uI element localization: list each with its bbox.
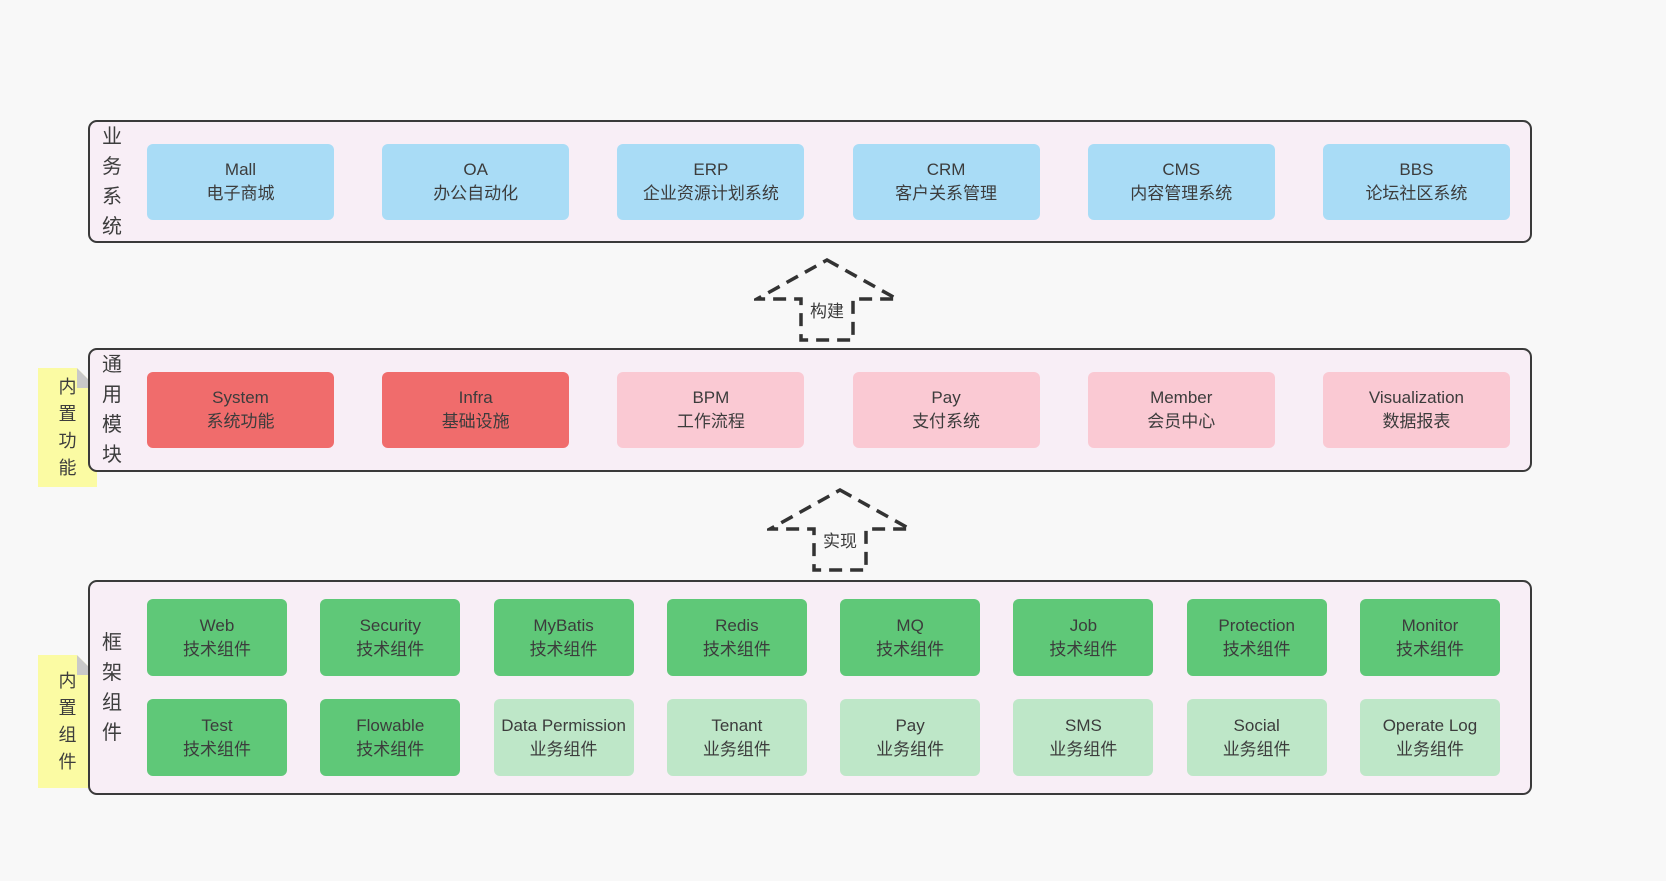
- layer-label-common-modules: 通用模块: [102, 354, 122, 466]
- layer-rows: Mall 电子商城 OA 办公自动化 ERP 企业资源计划系统 CRM 客户关系…: [147, 122, 1510, 241]
- layer-business-systems: 业务系统 Mall 电子商城 OA 办公自动化 ERP 企业资源计划系统 CRM…: [88, 120, 1532, 243]
- implement-arrow-label: 实现: [820, 527, 860, 552]
- sticky-note-label: 内置功能: [58, 376, 77, 478]
- box-infra: Infra 基础设施: [382, 372, 570, 448]
- build-arrow: 构建: [754, 257, 900, 343]
- box-pay-component: Pay 业务组件: [840, 699, 981, 776]
- box-mybatis: MyBatis 技术组件: [493, 599, 634, 676]
- box-security: Security 技术组件: [320, 599, 461, 676]
- box-member: Member 会员中心: [1087, 372, 1275, 448]
- component-row: Test 技术组件 Flowable 技术组件 Data Permission …: [147, 699, 1500, 776]
- implement-arrow: 实现: [767, 487, 913, 573]
- box-erp: ERP 企业资源计划系统: [617, 143, 805, 220]
- box-flowable: Flowable 技术组件: [320, 699, 461, 776]
- box-sms: SMS 业务组件: [1013, 699, 1154, 776]
- box-pay-module: Pay 支付系统: [852, 372, 1040, 448]
- box-operate-log: Operate Log 业务组件: [1359, 699, 1500, 776]
- box-monitor: Monitor 技术组件: [1359, 599, 1500, 676]
- box-redis: Redis 技术组件: [666, 599, 807, 676]
- box-crm: CRM 客户关系管理: [852, 143, 1040, 220]
- component-row: Web 技术组件 Security 技术组件 MyBatis 技术组件 Redi…: [147, 599, 1500, 676]
- layer-label-business-systems: 业务系统: [102, 125, 122, 238]
- up-arrow-icon: [754, 257, 900, 342]
- box-protection: Protection 技术组件: [1186, 599, 1327, 676]
- component-row: System 系统功能 Infra 基础设施 BPM 工作流程 Pay 支付系统…: [147, 372, 1510, 448]
- box-visualization: Visualization 数据报表: [1322, 372, 1510, 448]
- box-cms: CMS 内容管理系统: [1087, 143, 1275, 220]
- sticky-note-builtin-features: 内置功能: [38, 368, 97, 487]
- box-social: Social 业务组件: [1186, 699, 1327, 776]
- component-row: Mall 电子商城 OA 办公自动化 ERP 企业资源计划系统 CRM 客户关系…: [147, 143, 1510, 220]
- box-tenant: Tenant 业务组件: [666, 699, 807, 776]
- box-job: Job 技术组件: [1013, 599, 1154, 676]
- up-arrow-icon: [767, 487, 913, 572]
- box-bbs: BBS 论坛社区系统: [1322, 143, 1510, 220]
- sticky-note-label: 内置组件: [58, 670, 77, 772]
- box-bpm: BPM 工作流程: [617, 372, 805, 448]
- box-oa: OA 办公自动化: [382, 143, 570, 220]
- box-mall: Mall 电子商城: [147, 143, 334, 220]
- sticky-note-builtin-components: 内置组件: [38, 655, 97, 788]
- box-test: Test 技术组件: [147, 699, 287, 776]
- box-system: System 系统功能: [147, 372, 334, 448]
- layer-label-framework-components: 框架组件: [102, 631, 122, 744]
- layer-framework-components: 框架组件 Web 技术组件 Security 技术组件 MyBatis 技术组件…: [88, 580, 1532, 795]
- box-web: Web 技术组件: [147, 599, 287, 676]
- box-mq: MQ 技术组件: [840, 599, 981, 676]
- layer-common-modules: 通用模块 System 系统功能 Infra 基础设施 BPM 工作流程 Pay…: [88, 348, 1532, 472]
- build-arrow-label: 构建: [807, 297, 847, 322]
- box-data-permission: Data Permission 业务组件: [493, 699, 634, 776]
- layer-rows: Web 技术组件 Security 技术组件 MyBatis 技术组件 Redi…: [147, 582, 1500, 793]
- layer-rows: System 系统功能 Infra 基础设施 BPM 工作流程 Pay 支付系统…: [147, 350, 1510, 470]
